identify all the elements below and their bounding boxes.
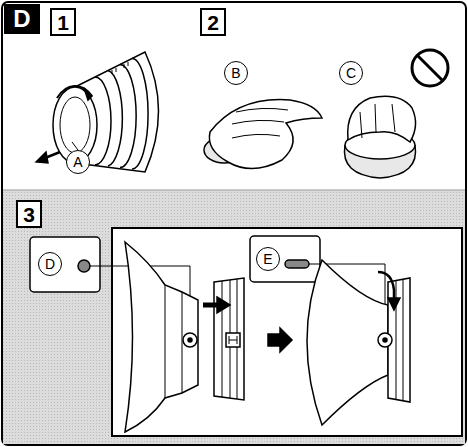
lens-hood-attach [125, 242, 292, 432]
lens-hood-rotated [307, 260, 410, 425]
callout-letter: E [256, 247, 280, 271]
lens-with-cap [36, 52, 159, 172]
callout-letter: D [38, 252, 62, 276]
step-number: 2 [200, 8, 226, 36]
panel-letter: D [4, 4, 40, 34]
callout-letter: A [66, 150, 90, 174]
callout-letter: C [339, 61, 363, 85]
step-number: 1 [50, 8, 76, 36]
hand-correct [204, 100, 322, 169]
step-number: 3 [16, 200, 42, 228]
callout-letter: B [224, 61, 248, 85]
